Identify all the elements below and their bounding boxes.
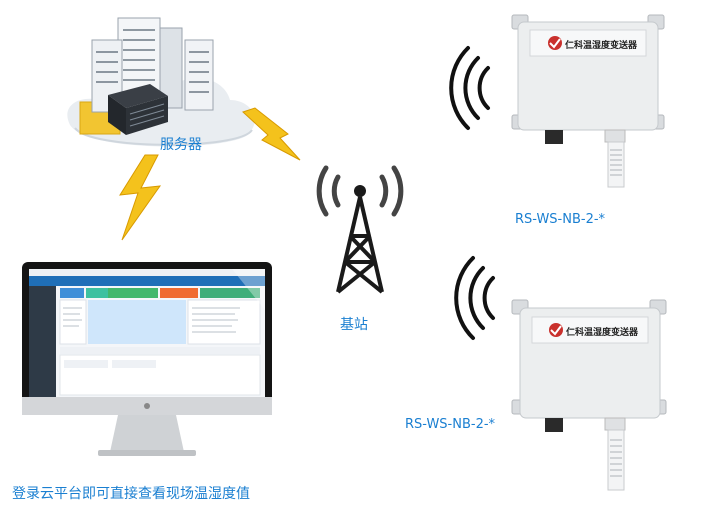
sensor-top-badge: 仁科温湿度变送器 [565, 41, 638, 51]
server-label: 服务器 [160, 137, 202, 153]
sensor-bottom-badge: 仁科温湿度变送器 [566, 328, 639, 338]
caption: 登录云平台即可直接查看现场温湿度值 [12, 486, 250, 502]
server-cluster-icon [67, 17, 255, 147]
sensor-device-bottom-icon [454, 256, 667, 491]
sensor-top-model-label: RS-WS-NB-2-* [515, 212, 606, 227]
base-station-tower-icon [316, 165, 404, 294]
lightning-icon [119, 107, 301, 241]
sensor-bottom-model-label: RS-WS-NB-2-* [405, 417, 496, 432]
monitor-icon [22, 262, 272, 456]
base-station-label: 基站 [340, 317, 368, 333]
sensor-device-top-icon [449, 14, 665, 188]
